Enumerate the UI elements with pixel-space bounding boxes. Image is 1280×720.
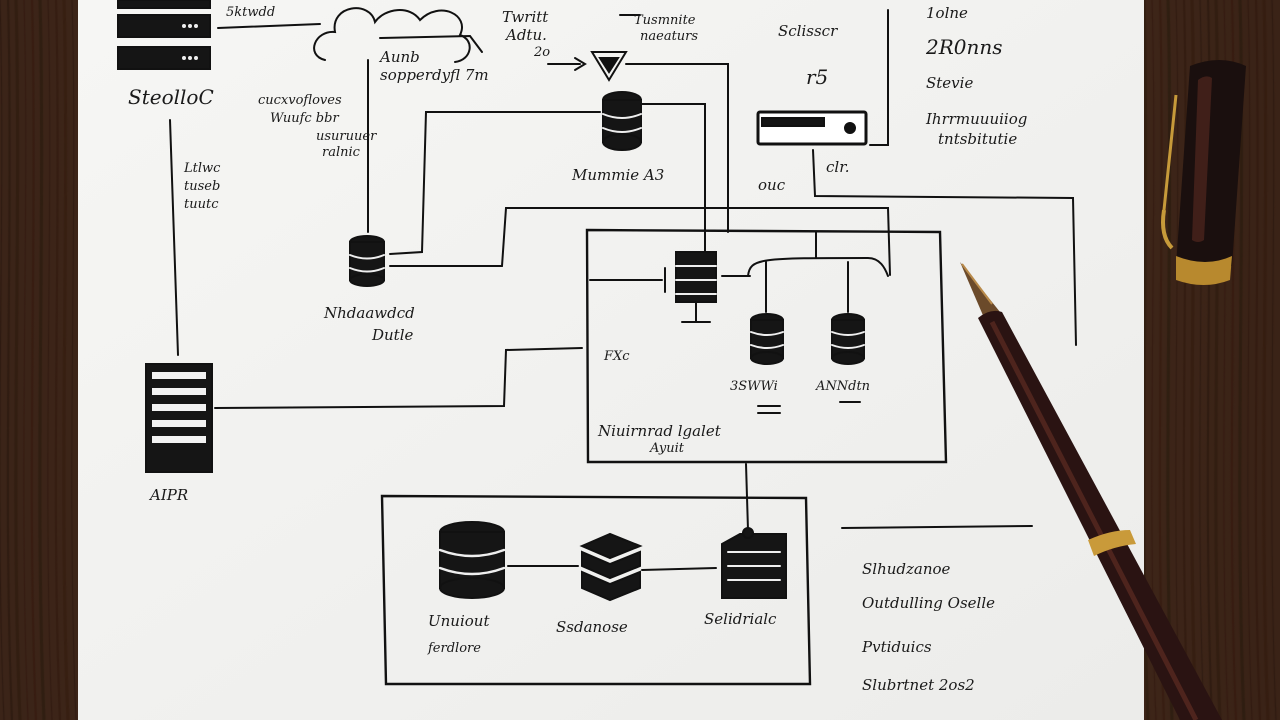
label-text: SteolloC (128, 85, 214, 109)
connector-line (501, 207, 891, 276)
database-icon (831, 313, 865, 365)
cloud-icon (313, 7, 471, 63)
tick-mark (757, 401, 861, 414)
connector-line (625, 63, 729, 233)
label-text: Unuiout (428, 612, 490, 630)
list-item: Pvtiduics (861, 638, 932, 656)
server-box-icon (721, 527, 787, 599)
label-text: clr. (826, 158, 850, 176)
label-text: Nhdaawdcd (323, 304, 415, 322)
storage-box (380, 494, 812, 686)
label-text: Wuufc bbr (270, 111, 339, 126)
server-stack-icon (117, 0, 211, 70)
label-text: usuruuer (316, 129, 377, 144)
label-text: naeaturs (640, 29, 698, 44)
label-text: Tusmnite (634, 13, 696, 28)
database-icon (438, 521, 506, 599)
label-text: Aunb (378, 48, 420, 66)
label-text: Mummie A3 (571, 166, 664, 184)
list-item: Stevie (926, 74, 973, 92)
label-text: Dutle (371, 326, 414, 344)
label-text: ferdlore (427, 641, 481, 656)
connector-line (640, 103, 706, 253)
list-item: 1olne (926, 4, 968, 22)
database-icon (349, 235, 385, 287)
connector-line (812, 149, 1077, 346)
router-icon (756, 110, 868, 146)
connector-line (681, 301, 711, 323)
label-text: ouc (758, 176, 786, 194)
bracket-line (869, 9, 889, 146)
label-text: Ltlwc (183, 161, 221, 176)
label-text: cucxvofloves (258, 93, 342, 108)
label-text: Ayuit (649, 441, 685, 456)
stacked-layers-icon (579, 532, 643, 602)
label-text: r5 (806, 65, 828, 89)
connector-line (217, 23, 321, 29)
label-text: AIPR (148, 486, 188, 504)
list-item: tntsbitutie (938, 130, 1017, 148)
label-text: Adtu. (504, 26, 547, 44)
database-icon (675, 251, 717, 303)
label-text: tuseb (184, 179, 220, 194)
label-text: Ssdanose (556, 618, 628, 636)
connector-line (214, 347, 583, 409)
label-text: FXc (603, 349, 630, 364)
label-text: 2o (533, 45, 550, 60)
database-icon (602, 91, 642, 151)
label-text: 3SWWi (730, 379, 778, 394)
label-text: Niuirnrad lgalet (597, 422, 722, 440)
label-text: Sclisscr (778, 22, 838, 40)
label-text: sopperdyfl 7m (380, 66, 489, 84)
connector-line (765, 261, 849, 313)
list-item: Slubrtnet 2os2 (862, 676, 975, 694)
cluster-box (585, 228, 948, 464)
list-item: Outdulling Oselle (862, 594, 995, 612)
server-rack-icon (145, 363, 213, 473)
list-item: Slhudzanoe (862, 560, 951, 578)
database-icon (750, 313, 784, 365)
label-text: tuutc (184, 197, 219, 212)
connector-line (169, 119, 179, 356)
connector-line (721, 256, 889, 277)
label-text: ralnic (322, 145, 361, 160)
arrow-icon (574, 57, 587, 71)
connector-line (589, 267, 666, 293)
diagram-paper: 5ktwdd SteolloC Ltlwc tuseb tuutc Aunb s… (78, 0, 1144, 720)
label-text: Twritt (502, 8, 549, 26)
list-item: Ihrrmuuuiiog (925, 110, 1027, 128)
list-item: 2R0nns (925, 35, 1003, 59)
label-text: ANNdtn (815, 379, 870, 394)
connector-line (379, 34, 483, 53)
filter-triangle-icon (590, 51, 628, 82)
connector-line (641, 567, 717, 571)
connector-line (389, 111, 601, 255)
label-text: Selidrialc (704, 610, 777, 628)
label-text: 5ktwdd (226, 5, 275, 20)
